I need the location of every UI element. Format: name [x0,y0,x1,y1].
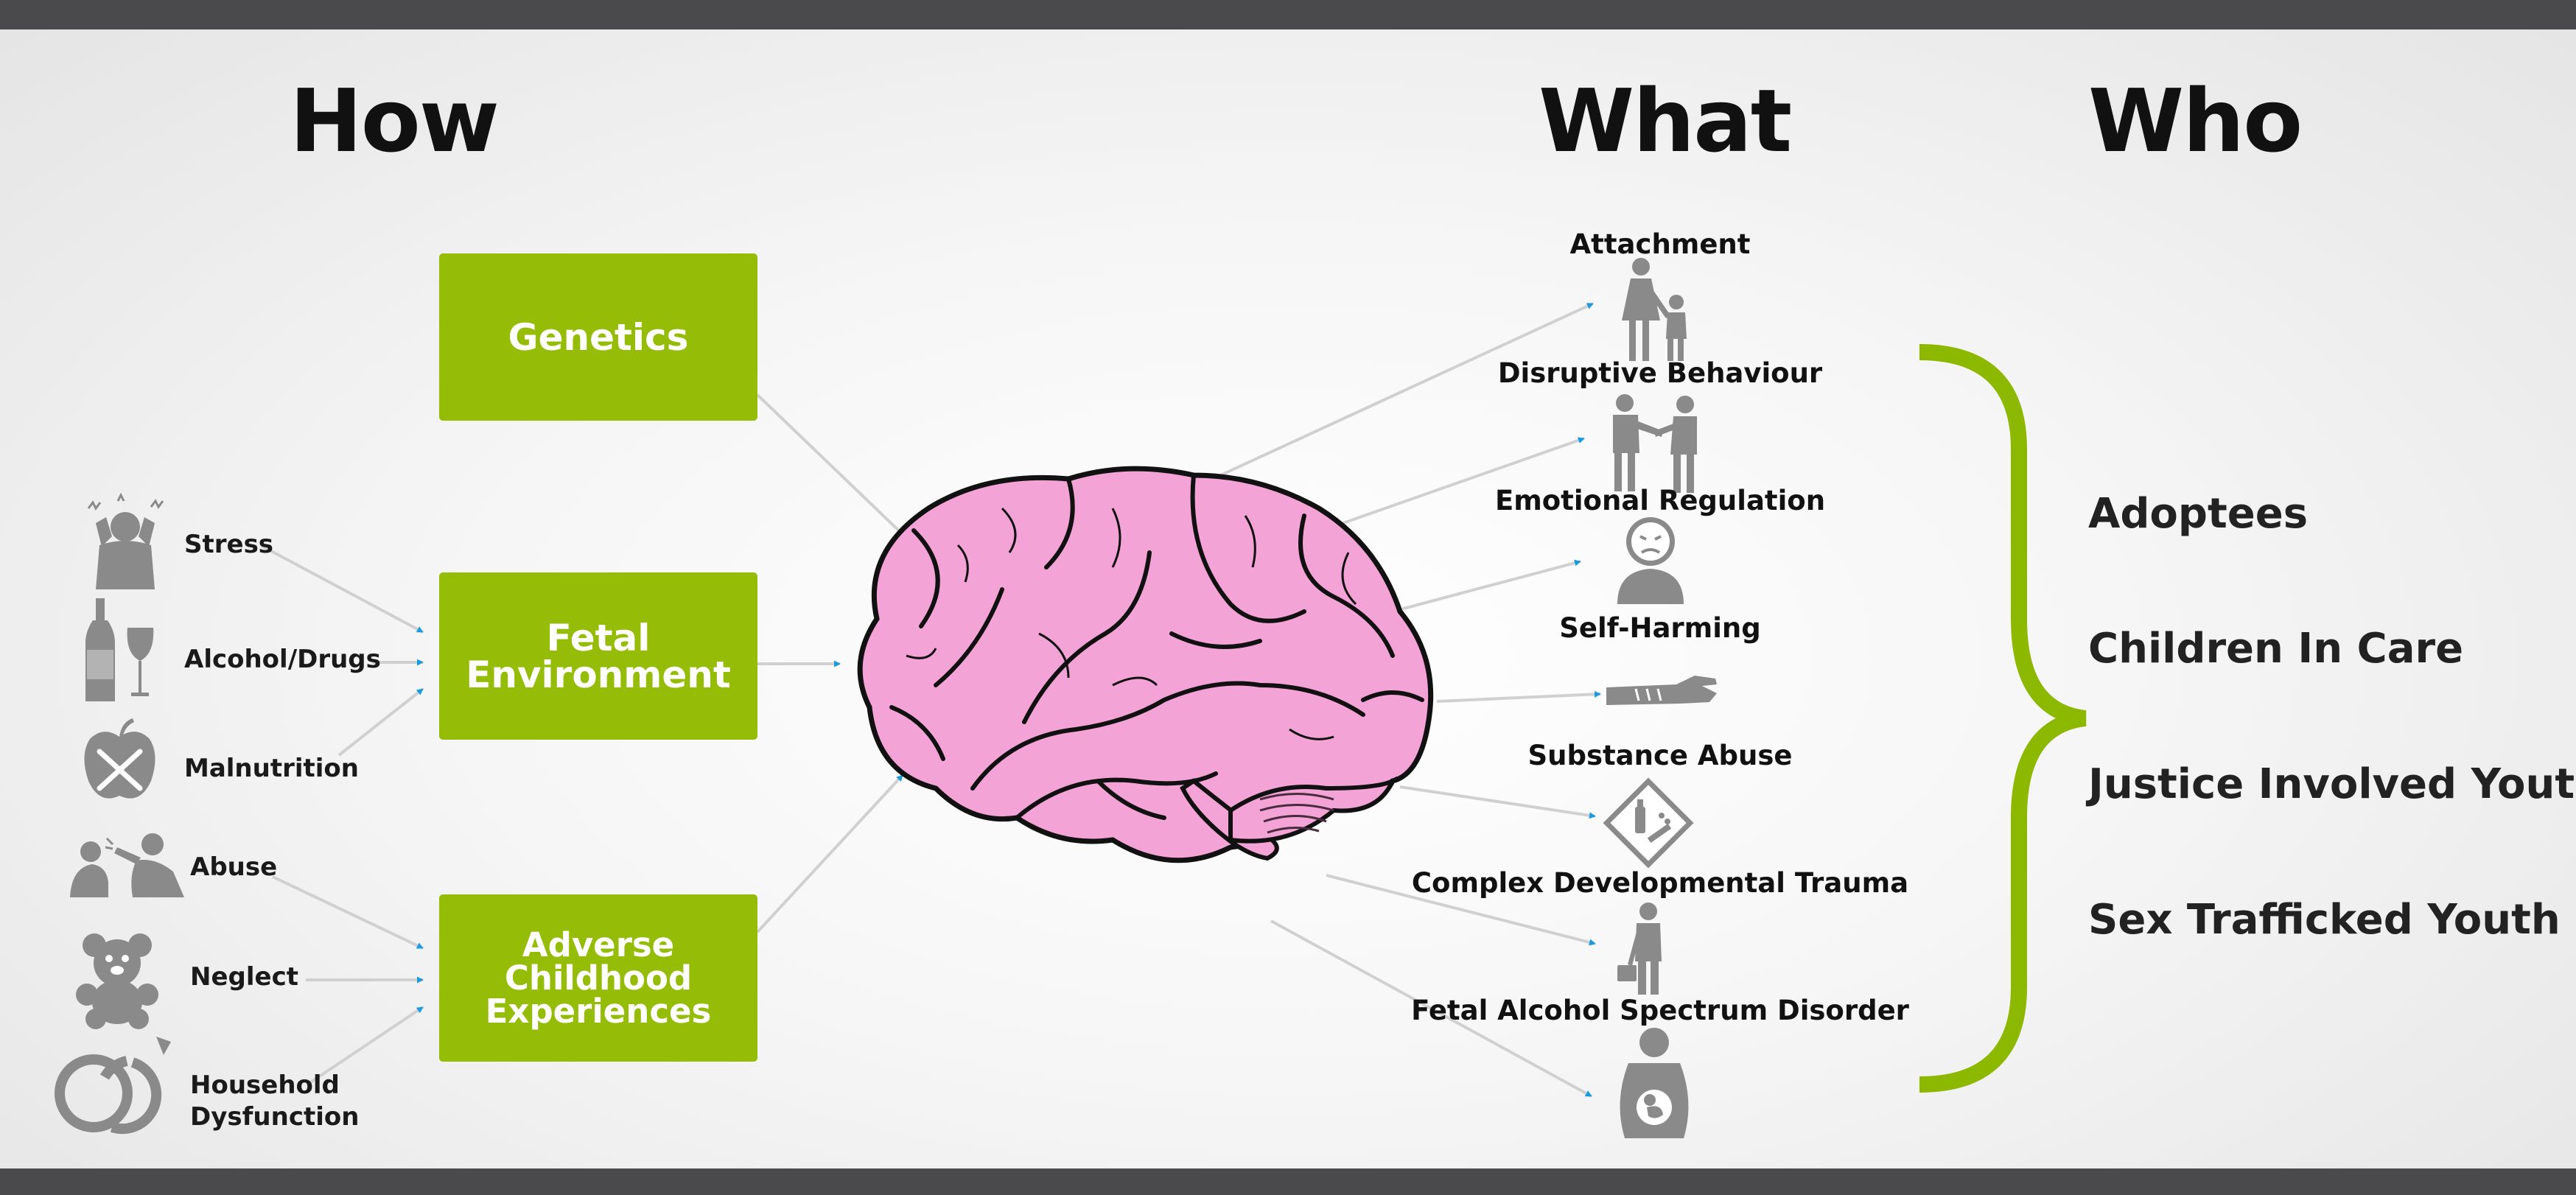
arrow-selfharm [1436,690,1601,703]
box-fetal-line-2: Environment [466,653,731,696]
bottom-bar [0,1168,2576,1195]
heading-what: What [1539,70,1792,172]
factor-alcohol-label: Alcohol/Drugs [184,644,381,676]
factor-neglect-label: Neglect [190,961,298,993]
who-sex-trafficked-youth: Sex Trafficked Youth [2088,896,2561,944]
factor-malnutrition-label: Malnutrition [184,753,359,785]
box-ace-line-1: Adverse Childhood [504,925,693,998]
heading-how: How [290,70,500,172]
arrow-stress [261,544,424,634]
wine-bottle-glass-icon [85,598,154,701]
factor-stress-line-1: Stress [184,530,274,559]
outcome-disruptive-behaviour-label: Disruptive Behaviour [1497,357,1823,389]
broken-rings-icon [55,1037,171,1135]
outcome-emotional-regulation-label: Emotional Regulation [1494,485,1826,516]
stressed-person-icon [87,492,164,589]
arrow-abuse [272,875,424,950]
box-fetal-line-1: Fetal [546,616,651,659]
arrow-malnutrition [337,687,424,757]
angry-face-person-icon [1617,517,1684,604]
who-justice-involved-youth: Justice Involved Youth [2088,760,2576,808]
box-fetal-environment: Fetal Environment [439,572,757,740]
box-adverse-childhood-experiences: Adverse Childhood Experiences [439,894,757,1062]
parent-child-icon [1622,258,1687,361]
factor-abuse-label: Abuse [190,852,277,883]
apple-fork-knife-icon [84,718,155,799]
who-adoptees: Adoptees [2088,490,2309,538]
factor-abuse-line-1: Abuse [190,852,278,882]
who-children-in-care: Children In Care [2088,625,2464,673]
arrow-genetics [756,393,908,539]
factor-household-line-1: Household [190,1070,340,1100]
abuse-icon [70,833,184,897]
box-ace-line-2: Experiences [485,992,712,1031]
factor-alcohol-line-1: Alcohol/Drugs [184,645,381,674]
factor-household-label: Household Dysfunction [190,1070,359,1132]
drug-warning-sign-icon [1603,777,1694,869]
arrow-attachment [1215,302,1594,479]
heading-who: Who [2088,70,2303,172]
outcome-substance-abuse-label: Substance Abuse [1527,740,1793,771]
box-genetics: Genetics [439,253,757,421]
factor-household-line-2: Dysfunction [190,1101,360,1132]
arrow-disruptive [1326,437,1585,530]
outcome-complex-developmental-trauma-label: Complex Developmental Trauma [1411,867,1909,899]
arrow-household [308,1006,424,1084]
factor-neglect-line-1: Neglect [190,962,298,992]
arrow-trauma [1326,874,1596,946]
teddy-bear-icon [76,933,158,1029]
arrow-fasd [1270,919,1592,1098]
cut-arm-icon [1606,676,1717,705]
arrow-emotional [1392,559,1581,613]
outcome-fasd-label: Fetal Alcohol Spectrum Disorder [1411,995,1909,1026]
top-bar [0,0,2576,29]
fighting-people-icon [1613,394,1697,493]
pregnant-woman-icon [1620,1028,1689,1138]
outcome-attachment-label: Attachment [1569,228,1751,260]
outcome-self-harming-label: Self-Harming [1559,612,1761,644]
factor-stress-label: Stress [184,529,273,561]
brain-illustration [857,466,1434,863]
green-brace [1919,344,2087,1093]
arrow-ace [756,774,904,933]
factor-malnutrition-line-1: Malnutrition [184,754,359,783]
person-briefcase-icon [1617,903,1662,995]
box-genetics-line-1: Genetics [508,315,689,359]
arrow-substance [1399,785,1596,819]
